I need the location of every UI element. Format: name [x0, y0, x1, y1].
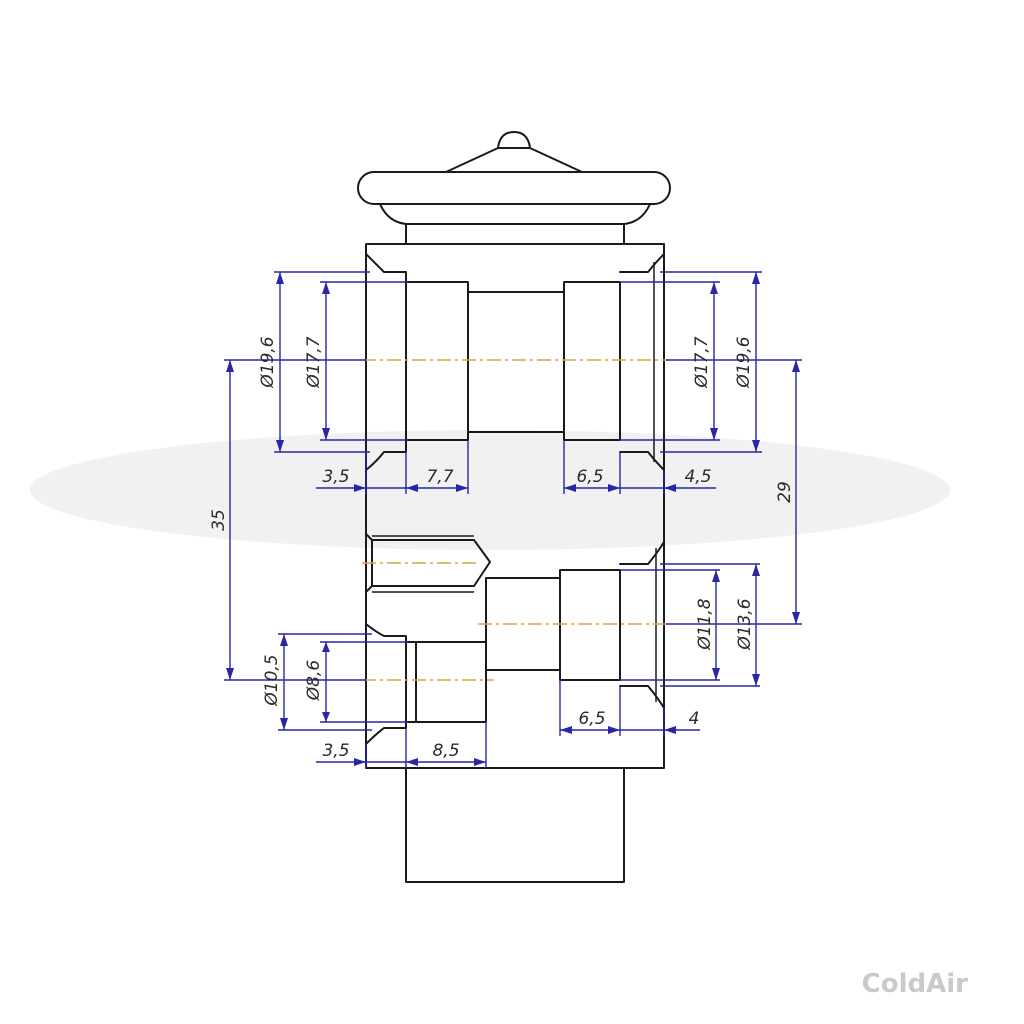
dim-top-left-outer-dia: Ø19,6 [258, 336, 278, 388]
dim-bottom-left-depth-b: 8,5 [432, 741, 459, 761]
dim-top-right-depth-a: 6,5 [576, 467, 603, 487]
dim-top-right-inner-dia: Ø17,7 [692, 336, 712, 388]
background-shadow [30, 430, 950, 550]
brand-watermark: ColdAir [862, 969, 969, 999]
dim-spacing-left: 35 [209, 509, 229, 531]
dim-bottom-left-inner-dia: Ø8,6 [304, 660, 324, 702]
dim-top-right-outer-dia: Ø19,6 [734, 336, 754, 388]
dim-bottom-left-depth-a: 3,5 [322, 741, 349, 761]
dimension-labels: Ø19,6 Ø17,7 Ø17,7 Ø19,6 3,5 7,7 6,5 4,5 … [209, 336, 795, 761]
dim-top-left-inner-dia: Ø17,7 [304, 336, 324, 388]
dim-spacing-right: 29 [775, 481, 795, 503]
dim-bottom-right-inner-dia: Ø11,8 [695, 598, 715, 650]
dim-bottom-right-depth-a: 6,5 [578, 709, 605, 729]
valve-stem [405, 767, 625, 883]
valve-cap [357, 131, 671, 245]
dim-top-left-depth-b: 7,7 [426, 467, 453, 487]
dim-bottom-right-depth-b: 4 [689, 709, 700, 729]
dim-bottom-left-outer-dia: Ø10,5 [262, 654, 282, 706]
dimension-lines [224, 271, 802, 768]
dim-top-right-depth-b: 4,5 [684, 467, 711, 487]
dim-top-left-depth-a: 3,5 [322, 467, 349, 487]
center-lines [362, 359, 670, 681]
dim-bottom-right-outer-dia: Ø13,6 [735, 598, 755, 650]
